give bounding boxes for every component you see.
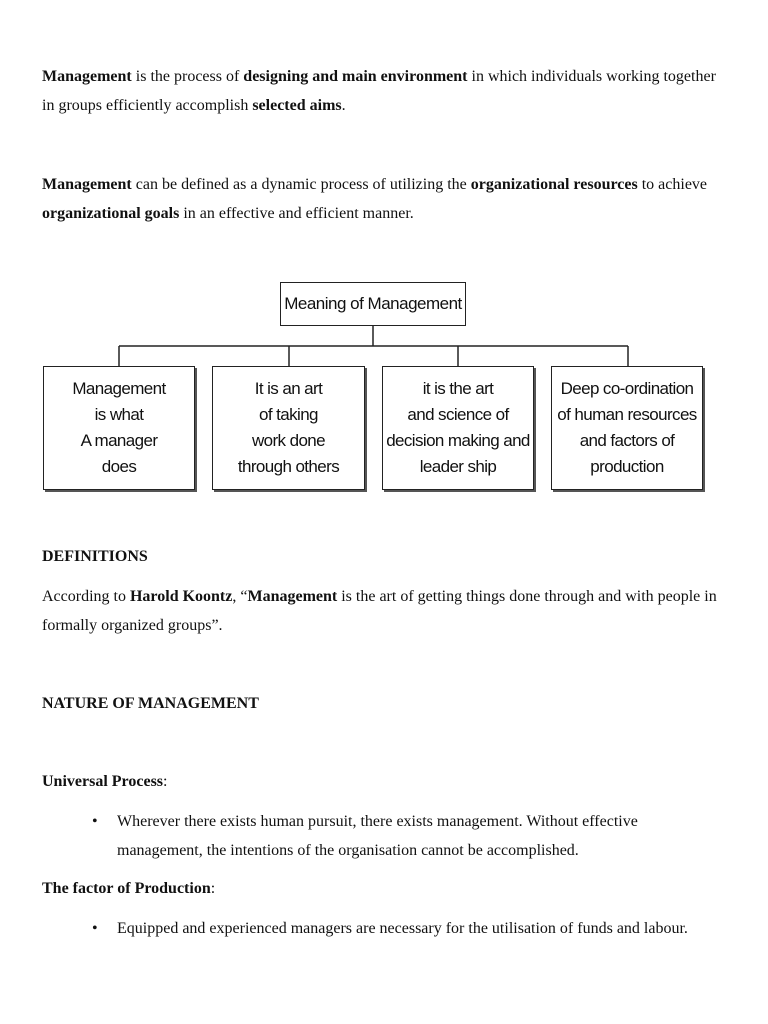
section-title-universal-process: Universal Process: (42, 773, 167, 791)
bold-text: Management (42, 68, 132, 85)
section-title-factor-of-production: The factor of Production: (42, 880, 215, 898)
bullet-text: Wherever there exists human pursuit, the… (117, 813, 638, 859)
bold-text: Management (247, 588, 338, 605)
intro-paragraph-1: Management is the process of designing a… (42, 62, 732, 120)
bold-text: selected aims (252, 97, 342, 114)
text-segment: in an effective and efficient manner. (179, 205, 414, 222)
text-segment: . (341, 97, 346, 114)
section-title-text: The factor of Production (42, 880, 211, 897)
diagram-leaf-box-3: it is the art and science of decision ma… (382, 366, 534, 490)
text-segment: in which individuals working together in… (42, 68, 716, 114)
intro-paragraph-2: Management can be defined as a dynamic p… (42, 170, 732, 228)
nature-heading: NATURE OF MANAGEMENT (42, 695, 259, 712)
bold-text: Management (42, 176, 132, 193)
bullet-icon: • (92, 920, 98, 937)
bold-text: designing and main environment (243, 68, 468, 85)
bullet-icon: • (92, 813, 98, 830)
diagram-leaf-box-1: Management is what A manager does (43, 366, 195, 490)
text-segment: to achieve (637, 176, 708, 193)
text-segment: , “ (232, 588, 248, 605)
diagram-leaf-box-4: Deep co-ordination of human resources an… (551, 366, 703, 490)
text-segment: is the art of getting things done throug… (42, 588, 717, 634)
diagram-leaf-box-2: It is an art of taking work done through… (212, 366, 365, 490)
section-title-suffix: : (163, 773, 168, 790)
section-title-suffix: : (210, 880, 216, 897)
bullet-text: Equipped and experienced managers are ne… (117, 920, 688, 937)
text-segment: According to (42, 588, 130, 605)
bold-text: Harold Koontz (129, 588, 233, 605)
definitions-paragraph: According to Harold Koontz, “Management … (42, 582, 732, 640)
definitions-heading: DEFINITIONS (42, 548, 148, 565)
diagram-root-box: Meaning of Management (280, 282, 466, 326)
text-segment: is the process of (131, 68, 244, 85)
text-segment: can be defined as a dynamic process of u… (131, 176, 471, 193)
bold-text: organizational resources (470, 176, 638, 193)
bold-text: organizational goals (42, 205, 180, 222)
section-title-text: Universal Process (42, 773, 164, 790)
